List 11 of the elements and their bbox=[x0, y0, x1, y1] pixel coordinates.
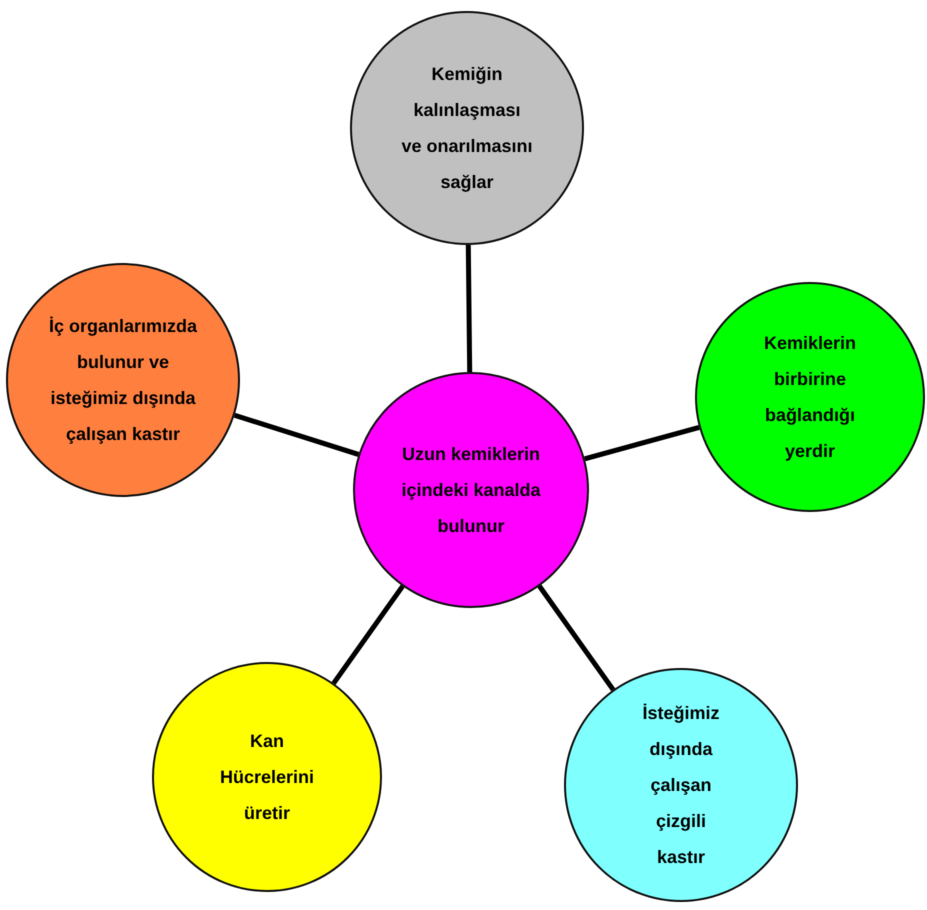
connector-line bbox=[466, 244, 472, 372]
node-text: Kan Hücrelerini üretir bbox=[218, 730, 316, 825]
node-text: İç organlarımızda bulunur ve isteğimiz dışında çalışan kastır bbox=[48, 315, 198, 446]
connector-line bbox=[234, 412, 360, 457]
node-text: Kemiğin kalınlaşması ve onarılmasını sağlar bbox=[401, 63, 533, 194]
connector-line bbox=[332, 584, 405, 685]
node-text: Kemiklerin birbirine bağlandığı yerdir bbox=[762, 332, 858, 463]
node-text: Uzun kemiklerin içindeki kanalda bulunur bbox=[400, 443, 542, 538]
connector-line bbox=[584, 425, 700, 462]
connector-line bbox=[537, 584, 616, 692]
node-text: İsteğimiz dışında çalışan çizgili kastır bbox=[641, 702, 721, 869]
